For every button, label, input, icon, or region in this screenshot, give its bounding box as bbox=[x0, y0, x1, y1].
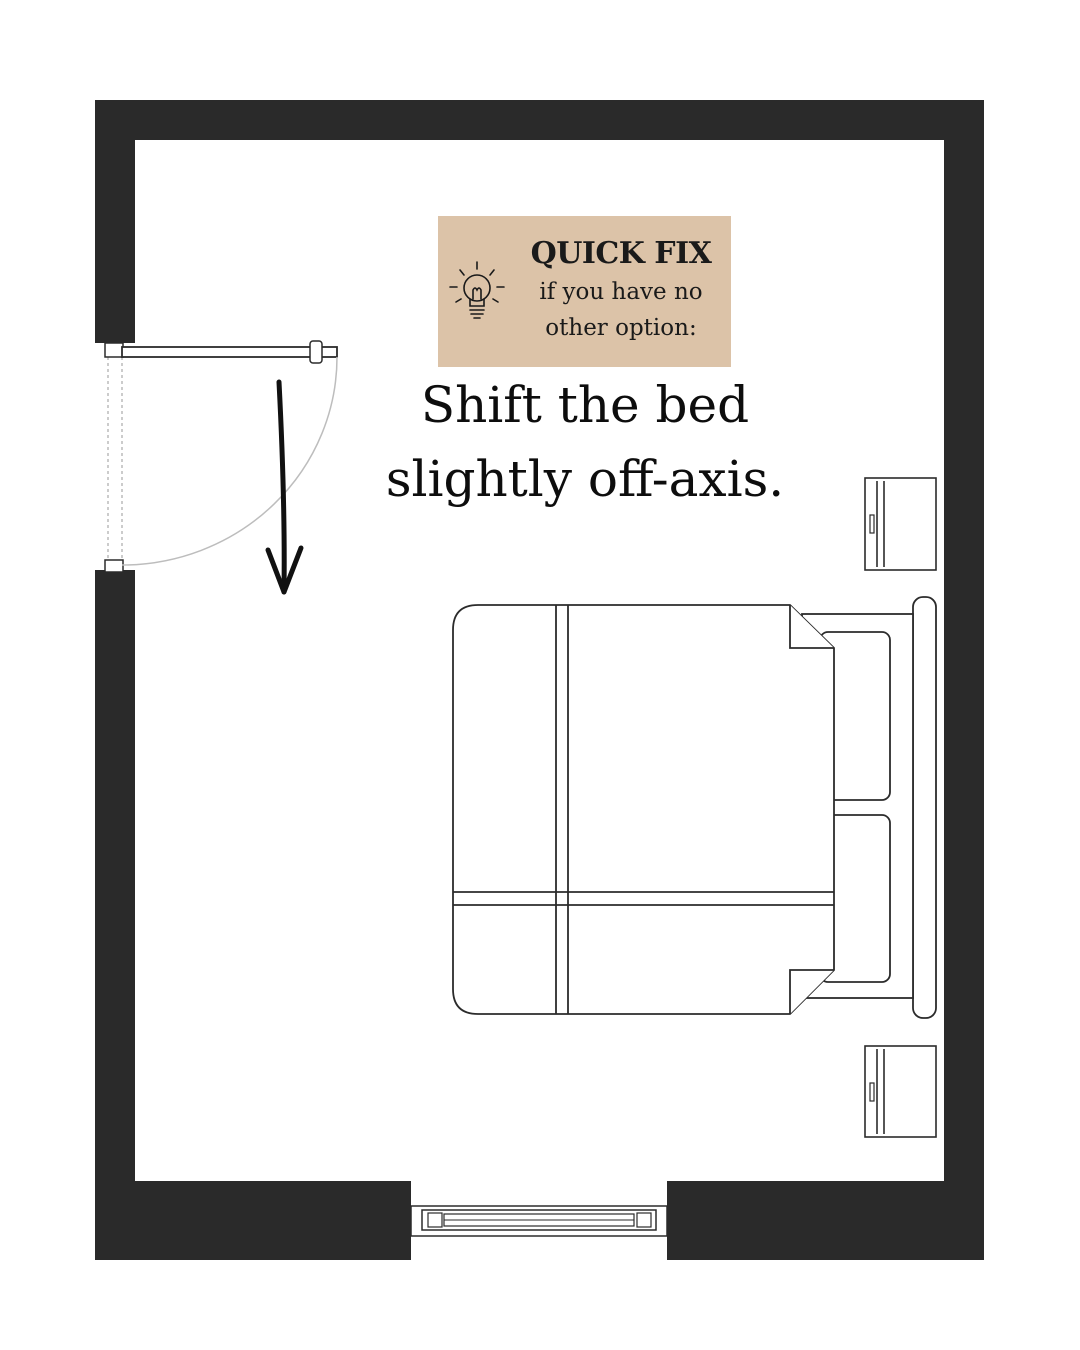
headboard bbox=[912, 596, 937, 1019]
callout-title: QUICK FIX bbox=[530, 236, 712, 271]
callout-line-1: if you have no bbox=[539, 279, 703, 305]
left-wall-upper bbox=[95, 100, 135, 343]
right-wall bbox=[944, 100, 984, 1260]
quick-fix-callout: QUICK FIX if you have no other option: bbox=[438, 216, 731, 367]
top-wall bbox=[95, 100, 984, 140]
door-hinge-bottom bbox=[104, 559, 124, 573]
arrow bbox=[265, 379, 304, 595]
callout-line-2: other option: bbox=[545, 315, 697, 341]
duvet bbox=[452, 604, 835, 1015]
headline-line-1: Shift the bed bbox=[420, 376, 750, 434]
arrow-shaft bbox=[276, 379, 287, 595]
left-wall-lower bbox=[95, 570, 135, 1260]
nightstand-bottom bbox=[864, 1045, 937, 1138]
bottom-wall-left bbox=[95, 1181, 411, 1260]
window bbox=[410, 1205, 668, 1237]
window-latch-right bbox=[636, 1212, 652, 1228]
door-hinge-top bbox=[104, 342, 124, 358]
window-latch-left bbox=[427, 1212, 443, 1228]
headline-line-2: slightly off-axis. bbox=[385, 450, 785, 508]
door bbox=[104, 340, 338, 573]
bed bbox=[452, 596, 937, 1019]
lightbulb-icon bbox=[449, 261, 505, 319]
nightstand-top bbox=[864, 477, 937, 571]
door-handle bbox=[309, 340, 323, 364]
door-swing-arc bbox=[121, 356, 338, 566]
duvet-fold-bottom bbox=[789, 969, 834, 1014]
walls bbox=[95, 100, 984, 1260]
duvet-fold-top bbox=[789, 605, 834, 649]
callout-text: QUICK FIX if you have no other option: bbox=[516, 234, 726, 346]
headline: Shift the bed slightly off-axis. bbox=[360, 368, 810, 516]
door-leaf bbox=[121, 346, 338, 358]
bottom-wall-right bbox=[667, 1181, 984, 1260]
arrow-head bbox=[265, 545, 304, 595]
